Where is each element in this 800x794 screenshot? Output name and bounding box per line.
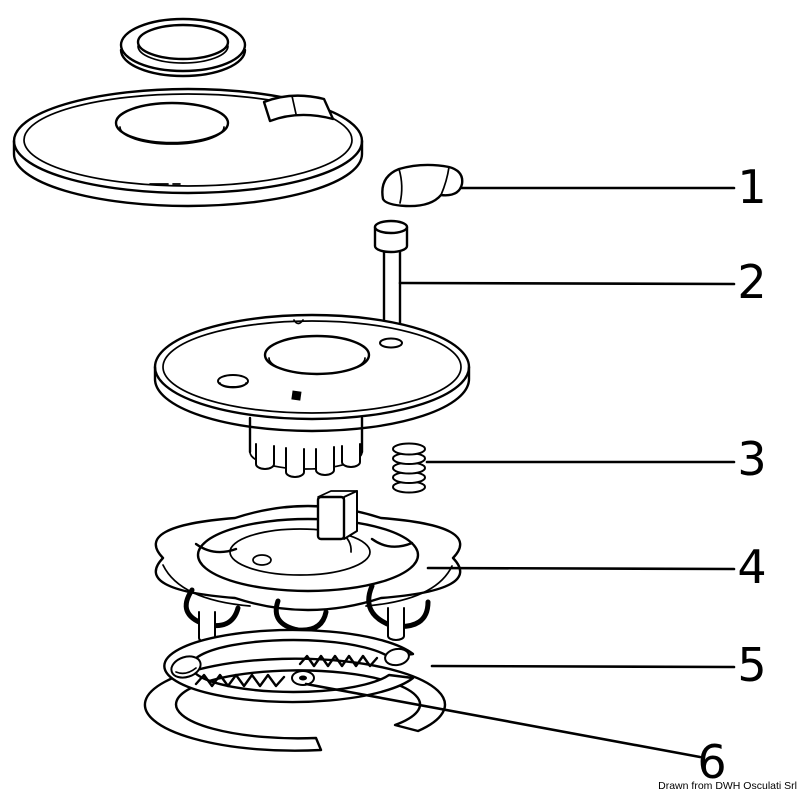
- callout-4-label: 4: [737, 540, 767, 594]
- callout-6-label: 6: [697, 735, 727, 789]
- callout-1-label: 1: [737, 160, 767, 214]
- spring-right: [298, 654, 379, 668]
- clutch-band: [163, 628, 415, 704]
- part-4-cam-plate: [154, 490, 462, 643]
- hub-tooth: [285, 447, 305, 478]
- peg: [387, 607, 405, 641]
- part-seal-ring: [119, 17, 247, 78]
- pin-shaft: [382, 248, 402, 332]
- leader-line-6: [304, 682, 702, 759]
- leader-line-2: [398, 281, 736, 286]
- part-top-cover: [12, 87, 364, 208]
- part-2-pin: [373, 219, 409, 332]
- hub-tooth: [315, 446, 335, 476]
- callout-leader-lines: [304, 186, 736, 759]
- hub-sides: [248, 416, 364, 454]
- retaining-ring: [143, 657, 447, 752]
- leader-line-4: [426, 566, 736, 571]
- hub-tooth: [255, 443, 275, 470]
- leader-line-5: [430, 664, 736, 669]
- callout-5-label: 5: [737, 638, 767, 692]
- callout-3-label: 3: [737, 432, 767, 486]
- hub-tooth: [341, 443, 361, 468]
- part-5-6-assembly: [143, 628, 447, 752]
- callout-2-label: 2: [737, 255, 767, 309]
- spring-left: [194, 673, 286, 688]
- part-3-spring: [392, 442, 426, 494]
- part-1-pawl: [381, 163, 464, 208]
- band-end-right: [384, 647, 410, 667]
- key-block-side: [343, 490, 358, 540]
- part-rotor-plate: [153, 313, 471, 478]
- credit-text: Drawn from DWH Osculati Srl: [658, 780, 797, 792]
- cover-notch: [262, 94, 335, 123]
- key-block-front: [316, 495, 346, 541]
